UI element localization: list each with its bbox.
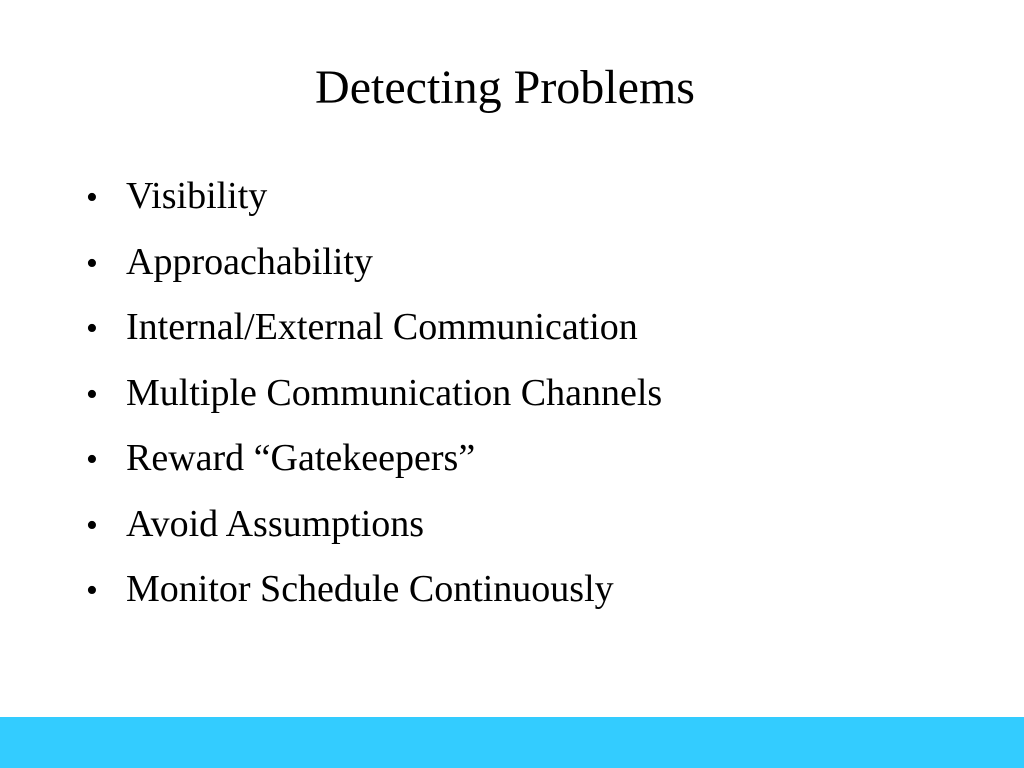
bullet-icon: • — [86, 244, 98, 282]
bullet-text: Avoid Assumptions — [126, 502, 425, 545]
bullet-text: Multiple Communication Channels — [126, 371, 663, 414]
bullet-item: • Avoid Assumptions — [86, 498, 662, 564]
bullet-icon: • — [86, 441, 98, 478]
bullet-text: Monitor Schedule Continuously — [126, 568, 614, 610]
bullet-item: • Monitor Schedule Continuously — [86, 563, 662, 629]
bullet-text: Approachability — [126, 240, 373, 283]
bullet-item: • Internal/External Communication — [86, 301, 662, 367]
bullet-icon: • — [86, 572, 98, 609]
bullet-text: Visibility — [126, 175, 268, 217]
bullet-icon: • — [86, 506, 98, 544]
bullet-list: • Visibility • Approachability • Interna… — [86, 170, 662, 629]
bullet-icon: • — [86, 375, 98, 413]
bullet-item: • Visibility — [86, 170, 662, 236]
bullet-text: Reward “Gatekeepers” — [126, 437, 476, 479]
bullet-item: • Reward “Gatekeepers” — [86, 432, 662, 498]
bullet-item: • Approachability — [86, 236, 662, 302]
bullet-icon: • — [86, 179, 98, 216]
bullet-item: • Multiple Communication Channels — [86, 367, 662, 433]
footer-bar — [0, 717, 1024, 768]
slide-title: Detecting Problems — [315, 61, 695, 114]
bullet-icon: • — [86, 310, 98, 347]
bullet-text: Internal/External Communication — [126, 306, 638, 348]
